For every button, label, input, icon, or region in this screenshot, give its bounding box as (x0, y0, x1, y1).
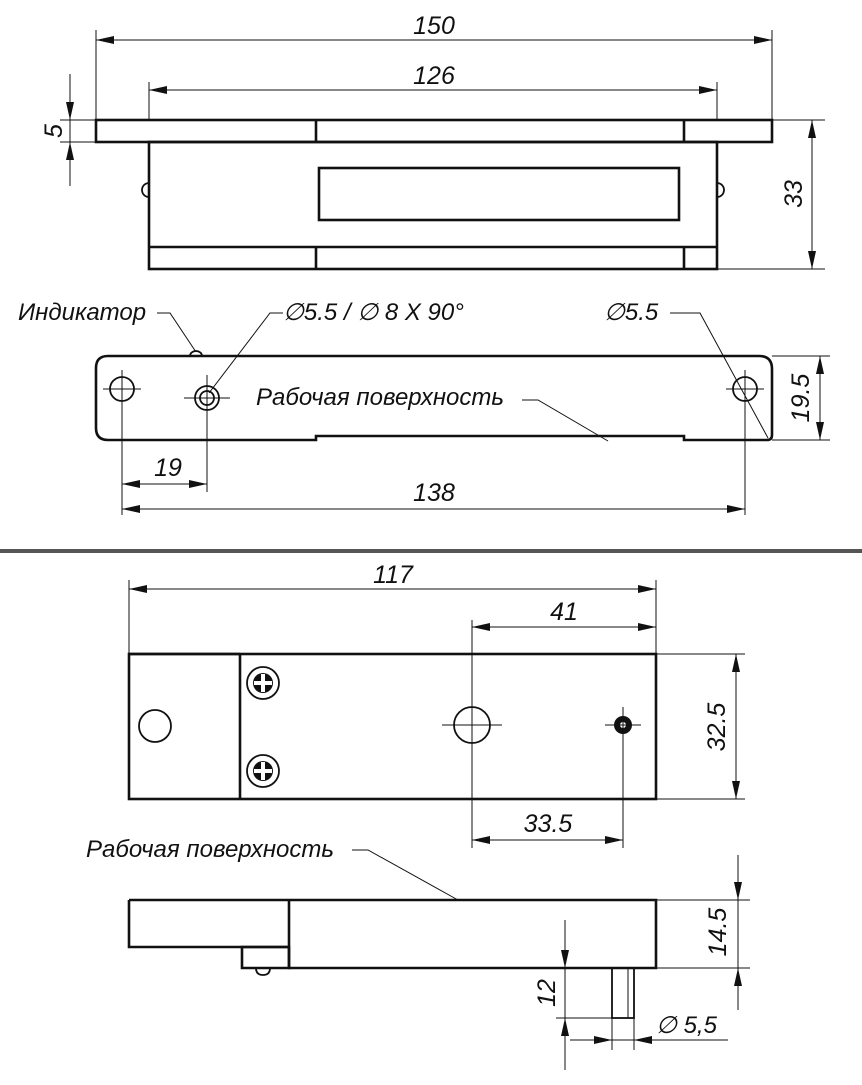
screw-top-icon (246, 666, 280, 700)
label-hole-countersunk-text: ∅5.5 / ∅ 8 X 90° (283, 299, 464, 326)
dim-32-5-text: 32.5 (703, 703, 731, 752)
dim-41-text: 41 (550, 598, 578, 626)
plate-hole-left (138, 709, 172, 743)
dim-126-text: 126 (413, 62, 455, 90)
dim-150: 150 (95, 12, 773, 120)
dim-5: 5 (40, 74, 96, 186)
dim-126: 126 (148, 62, 718, 120)
dim-117-text: 117 (373, 561, 414, 589)
dim-138: 138 (122, 408, 746, 515)
armature-plate-view (127, 652, 658, 801)
label-hole: ∅5.5 (604, 299, 769, 439)
separator-line (0, 549, 862, 553)
label-working-surface-1-text: Рабочая поверхность (256, 384, 504, 411)
dim-33-text: 33 (780, 180, 808, 208)
dim-19-text: 19 (154, 454, 182, 482)
dim-12-text: 12 (533, 979, 561, 1007)
dim-138-text: 138 (413, 479, 455, 507)
magnet-side-view (94, 350, 774, 442)
dim-41: 41 (471, 598, 656, 700)
dim-33-5-text: 33.5 (524, 810, 573, 838)
dim-14-5: 14.5 (656, 855, 750, 1010)
dim-32-5: 32.5 (656, 653, 745, 800)
dim-117: 117 (128, 561, 657, 654)
screw-bottom-icon (246, 754, 280, 788)
dim-19-5-text: 19.5 (787, 374, 815, 423)
magnet-top-view (94, 118, 774, 271)
label-working-surface-2-text: Рабочая поверхность (86, 836, 334, 863)
label-hole-text: ∅5.5 (604, 299, 659, 326)
dim-33: 33 (717, 119, 825, 270)
dim-33-5: 33.5 (471, 743, 624, 848)
dim-pin-diameter: ∅ 5,5 (570, 1012, 728, 1050)
dim-14-5-text: 14.5 (704, 908, 732, 957)
armature-side-view (127, 898, 658, 1019)
label-indicator: Индикатор (18, 299, 197, 353)
dim-pin-diameter-text: ∅ 5,5 (656, 1012, 718, 1039)
dim-5-text: 5 (40, 124, 68, 138)
dim-19-5: 19.5 (772, 355, 830, 441)
dim-19: 19 (121, 408, 208, 515)
dim-150-text: 150 (413, 12, 455, 40)
label-working-surface-1: Рабочая поверхность (256, 384, 609, 442)
label-hole-countersunk: ∅5.5 / ∅ 8 X 90° (208, 299, 464, 394)
dim-12: 12 (533, 920, 612, 1070)
label-indicator-text: Индикатор (18, 299, 146, 326)
label-working-surface-2: Рабочая поверхность (86, 836, 459, 901)
